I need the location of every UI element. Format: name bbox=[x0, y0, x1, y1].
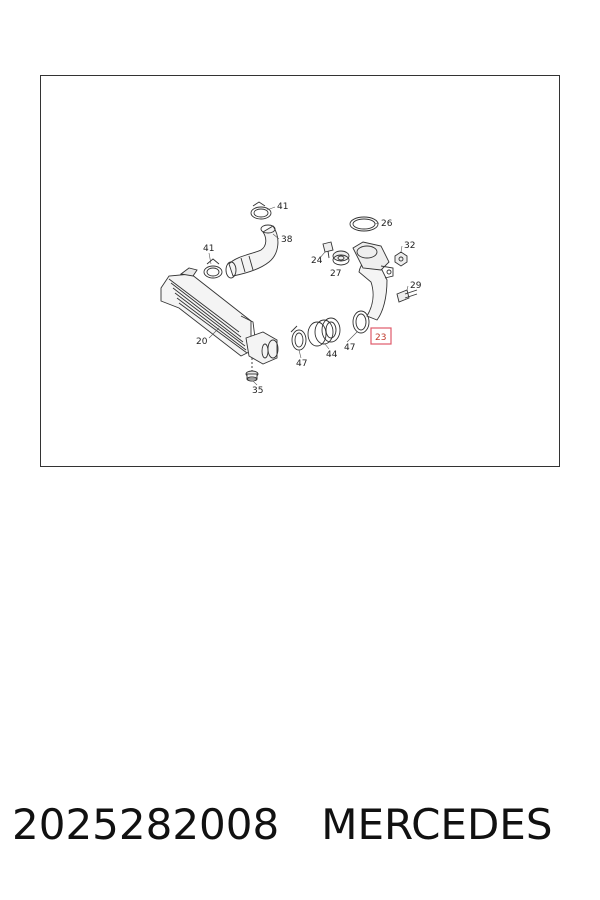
callout-24: 24 bbox=[311, 256, 323, 266]
screw-part bbox=[322, 241, 334, 259]
hose-clamp-47b-part bbox=[352, 310, 370, 334]
callout-20: 20 bbox=[196, 337, 208, 347]
callout-41: 41 bbox=[203, 244, 214, 254]
callout-47: 47 bbox=[344, 343, 355, 353]
callout-35: 35 bbox=[252, 386, 263, 396]
highlight-box bbox=[370, 327, 392, 345]
footer-caption: 2025282008 MERCEDES bbox=[12, 800, 592, 860]
nut-part bbox=[394, 251, 408, 267]
bolt-part bbox=[396, 289, 418, 303]
hose-clamp-top-part bbox=[250, 201, 272, 220]
hose-clamp-part bbox=[203, 258, 223, 279]
callout-29: 29 bbox=[410, 281, 422, 291]
sealing-ring-44-part bbox=[307, 317, 341, 347]
callout-47: 47 bbox=[296, 359, 307, 369]
grommet-part bbox=[332, 250, 350, 266]
intercooler-parts-diagram: 41 38 41 26 32 24 27 29 20 23 47 44 47 3… bbox=[160, 201, 422, 396]
callout-32: 32 bbox=[404, 241, 415, 251]
outlet-hose-part bbox=[245, 331, 279, 365]
callout-26: 26 bbox=[381, 219, 393, 229]
hose-clamp-47-part bbox=[290, 325, 307, 351]
charge-air-pipe-part bbox=[352, 241, 394, 321]
diagram-frame: 41 38 41 26 32 24 27 29 20 23 47 44 47 3… bbox=[40, 75, 560, 467]
callout-23: 23 bbox=[375, 333, 386, 343]
brand-name: MERCEDES bbox=[321, 800, 553, 849]
callout-27: 27 bbox=[330, 269, 341, 279]
intercooler-part bbox=[160, 267, 256, 357]
callout-38: 38 bbox=[281, 235, 293, 245]
sealing-ring-26-part bbox=[349, 216, 379, 232]
charge-air-hose-part bbox=[225, 224, 279, 279]
part-number: 2025282008 bbox=[12, 800, 280, 849]
drain-plug-part bbox=[245, 358, 259, 382]
callout-44: 44 bbox=[326, 350, 338, 360]
leader-lines bbox=[208, 206, 409, 386]
callout-41: 41 bbox=[277, 202, 288, 212]
